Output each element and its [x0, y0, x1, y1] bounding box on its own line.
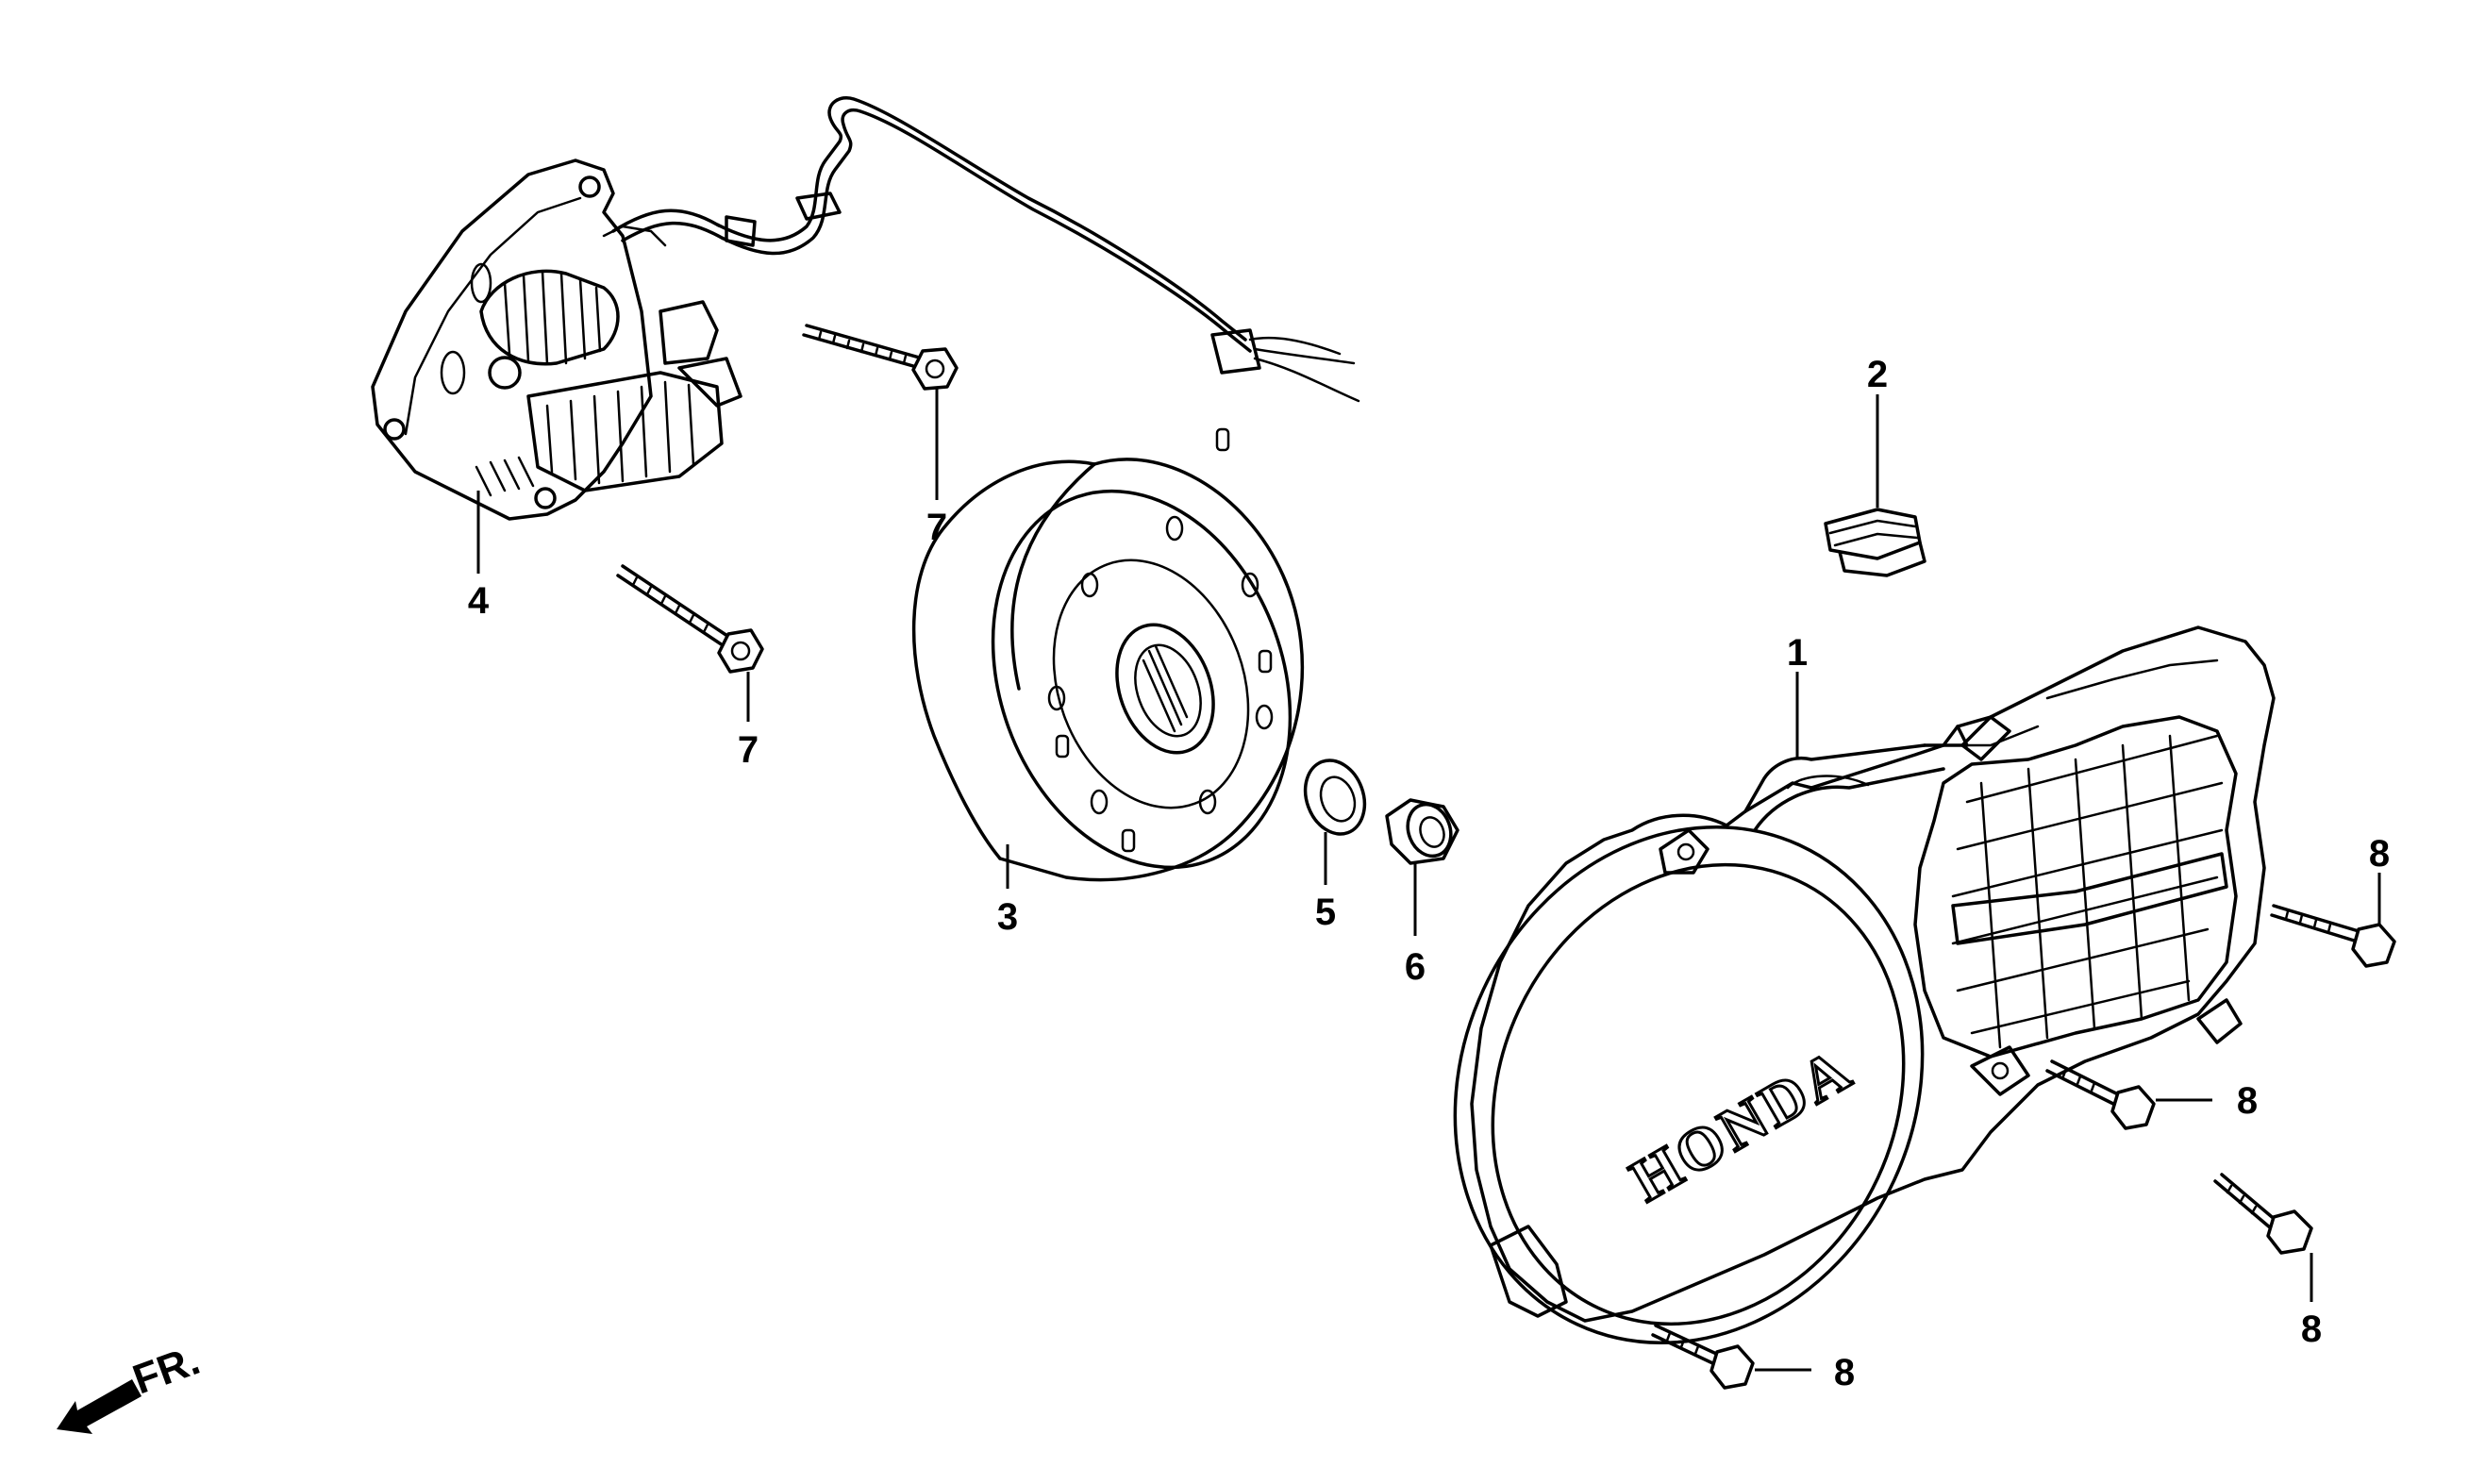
label-part-8-right-middle: 8	[2237, 1080, 2258, 1122]
bolt-7-lower	[616, 564, 764, 674]
stator-assembly	[371, 158, 742, 521]
label-part-1: 1	[1787, 632, 1808, 674]
label-part-8-right-lower: 8	[2301, 1309, 2322, 1350]
label-part-2: 2	[1867, 354, 1888, 395]
left-crankcase-cover: HONDA	[1453, 625, 2276, 1345]
label-part-5: 5	[1315, 892, 1336, 933]
label-part-4: 4	[468, 580, 490, 622]
bolt-8-right-middle	[2045, 1059, 2156, 1130]
bolt-8-right-top	[2270, 904, 2396, 968]
flywheel-rotor	[911, 427, 1305, 882]
cover-brand-text: HONDA	[1620, 1035, 1864, 1215]
bolt-8-right-lower	[2213, 1173, 2313, 1255]
leader-lines	[476, 389, 2381, 1372]
part-labels: 2 1 3 4 5 6 7 7 8 8 8 8	[468, 354, 2390, 1393]
bolt-7-upper	[802, 324, 959, 391]
label-part-6: 6	[1405, 946, 1426, 988]
front-arrow-icon	[57, 1379, 142, 1434]
bolt-8-bottom	[1651, 1324, 1755, 1390]
label-part-7-upper: 7	[926, 507, 947, 548]
front-direction-label: FR.	[127, 1337, 206, 1403]
grommet-cap	[1824, 508, 1926, 577]
label-part-8-bottom: 8	[1834, 1352, 1855, 1393]
flywheel-nut	[1385, 798, 1459, 865]
washer	[1303, 759, 1367, 836]
label-part-8-right-top: 8	[2369, 833, 2390, 875]
front-direction-indicator: FR.	[57, 1337, 206, 1434]
label-part-7-lower: 7	[738, 729, 759, 771]
label-part-3: 3	[997, 896, 1018, 938]
stator-wire-harness	[611, 96, 1360, 403]
